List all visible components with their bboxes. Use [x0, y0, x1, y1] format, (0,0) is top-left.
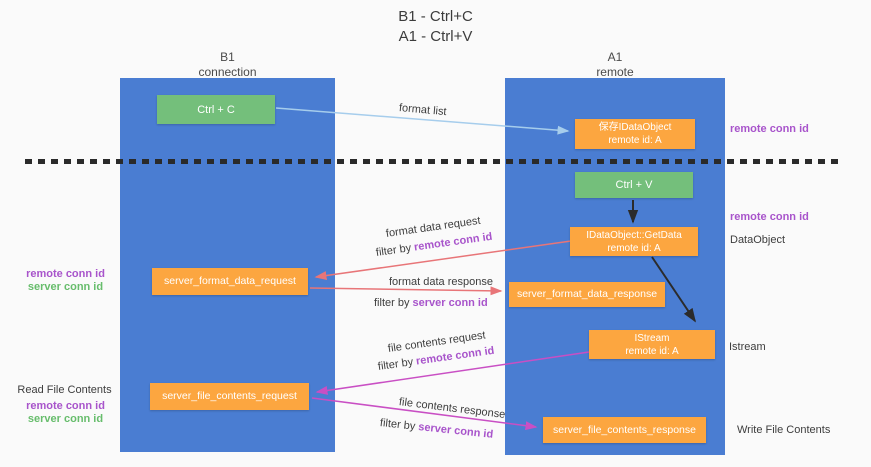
node-idataobject-getdata-line1: IDataObject::GetData	[586, 229, 682, 241]
node-server-file-contents-request-label: server_file_contents_request	[162, 390, 297, 402]
label-left-server-conn-id-bottom: server conn id	[27, 413, 104, 425]
diagram-title: B1 - Ctrl+C A1 - Ctrl+V	[0, 7, 871, 47]
node-server-format-data-response: server_format_data_response	[509, 282, 665, 307]
dashed-separator	[25, 159, 838, 164]
node-idataobject-getdata: IDataObject::GetData remote id: A	[570, 227, 698, 256]
right-column-header-line1: A1	[607, 50, 623, 64]
right-column-header: A1 remote	[505, 50, 725, 80]
arrow-format-data-request	[314, 240, 572, 280]
label-left-remote-conn-id-mid: remote conn id	[26, 268, 105, 280]
node-save-idataobject: 保存IDataObject remote id: A	[575, 119, 695, 149]
label-right-remote-conn-id-mid: remote conn id	[730, 211, 809, 223]
node-ctrl-c: Ctrl + C	[157, 95, 275, 124]
label-right-dataobject: DataObject	[730, 234, 786, 246]
node-save-idataobject-line2: remote id: A	[608, 135, 662, 146]
arrow-file-contents-request	[315, 351, 590, 395]
label-format-data-response: format data response	[389, 276, 493, 288]
node-ctrl-c-label: Ctrl + C	[197, 103, 235, 116]
left-column-header-line1: B1	[220, 50, 235, 64]
node-server-file-contents-response: server_file_contents_response	[543, 417, 706, 443]
node-istream-line1: IStream	[634, 332, 670, 344]
node-server-file-contents-request: server_file_contents_request	[150, 383, 309, 410]
label-filter-format-data-response-prefix: filter by	[374, 297, 413, 309]
arrow-getdata-to-istream	[651, 256, 696, 323]
arrow-format-data-response	[309, 286, 503, 296]
label-left-read-file-contents: Read File Contents	[17, 384, 112, 396]
left-column-header-line2: connection	[198, 65, 257, 79]
node-idataobject-getdata-line2: remote id: A	[607, 242, 661, 254]
label-right-write-file-contents: Write File Contents	[737, 424, 831, 436]
left-column-header: B1 connection	[120, 50, 335, 80]
node-server-format-data-request-label: server_format_data_request	[164, 275, 296, 287]
node-ctrl-v: Ctrl + V	[575, 172, 693, 198]
label-right-remote-conn-id-top: remote conn id	[730, 123, 809, 135]
node-server-file-contents-response-label: server_file_contents_response	[552, 423, 696, 436]
label-left-server-conn-id-mid: server conn id	[27, 281, 104, 293]
label-right-istream: Istream	[729, 341, 766, 353]
label-filter-format-data-response: filter by server conn id	[374, 297, 488, 309]
node-save-idataobject-line1: 保存IDataObject	[598, 122, 672, 133]
node-istream-line2: remote id: A	[625, 345, 679, 357]
node-ctrl-v-label: Ctrl + V	[615, 179, 653, 191]
diagram-title-line1: B1 - Ctrl+C	[398, 8, 473, 25]
label-left-remote-conn-id-bottom: remote conn id	[26, 400, 105, 412]
right-column-header-line2: remote	[596, 65, 634, 79]
diagram-title-line2: A1 - Ctrl+V	[398, 28, 473, 45]
arrow-format-list	[275, 107, 570, 135]
node-istream: IStream remote id: A	[589, 330, 715, 359]
arrow-file-contents-response	[311, 397, 538, 431]
node-server-format-data-request: server_format_data_request	[152, 268, 308, 295]
label-filter-format-data-response-id: server conn id	[412, 297, 488, 309]
node-server-format-data-response-label: server_format_data_response	[516, 288, 658, 300]
